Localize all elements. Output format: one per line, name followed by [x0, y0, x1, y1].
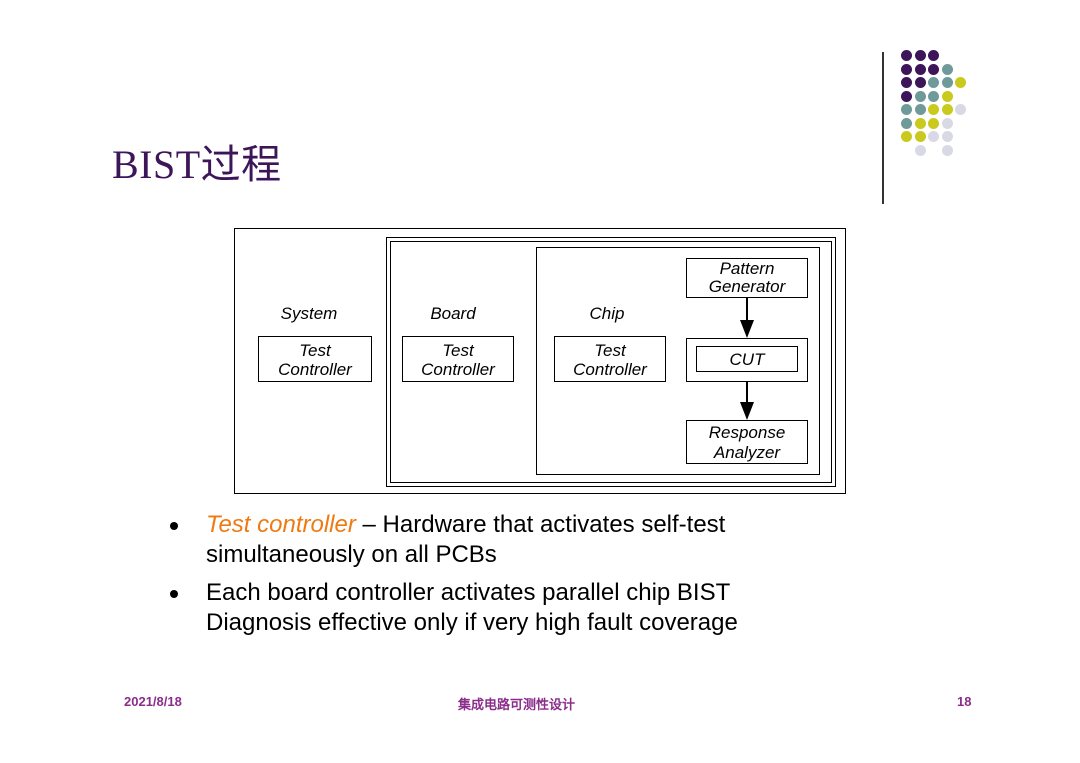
bullet-emphasis: Test controller [206, 511, 356, 538]
decorative-dot [914, 77, 926, 88]
cut-label: CUT [729, 350, 765, 369]
decorative-dot [914, 144, 926, 156]
decorative-dot [928, 63, 939, 75]
board-test-controller-line1: Test [442, 341, 474, 360]
decorative-dot [914, 104, 926, 115]
pattern-generator-line2: Generator [708, 277, 786, 296]
board-inner-border [390, 241, 832, 483]
footer-date: 2021/8/18 [124, 694, 182, 709]
decorative-dot [928, 131, 939, 142]
system-test-controller-line2: Controller [278, 360, 352, 379]
board-label: Board [430, 304, 476, 323]
decorative-dot [955, 104, 966, 115]
bullet-text-line2: Diagnosis effective only if very high fa… [206, 609, 738, 636]
decorative-dot [941, 144, 953, 156]
decorative-dot [901, 104, 912, 115]
system-box [234, 228, 846, 494]
response-analyzer-line2: Analyzer [713, 443, 781, 462]
decorative-dot [914, 117, 926, 129]
decorative-dot [928, 50, 939, 61]
cut-inner-box [696, 346, 798, 372]
cut-outer-box [686, 338, 808, 382]
decorative-dot [941, 131, 953, 142]
decorative-dot [941, 117, 953, 129]
chip-box [536, 247, 820, 475]
decorative-dot [901, 77, 912, 88]
system-test-controller [258, 336, 372, 382]
chip-label: Chip [589, 304, 625, 323]
decorative-dot [928, 77, 939, 88]
system-test-controller-line1: Test [299, 341, 331, 360]
chip-test-controller-line1: Test [594, 341, 626, 360]
decorative-dot [928, 117, 939, 129]
decorative-dot [901, 131, 912, 142]
pattern-generator-box [686, 258, 808, 298]
decorative-dot [941, 77, 953, 88]
board-box [386, 237, 836, 487]
bullet-text-line1: – Hardware that activates self-test [355, 511, 726, 538]
decorative-dot [941, 63, 953, 75]
decorative-dot [901, 63, 912, 75]
decorative-dot [901, 50, 912, 61]
bullet-list: Test controller – Hardware that activate… [170, 510, 910, 646]
bullet-dot-icon [170, 590, 178, 598]
footer-page-number: 18 [957, 694, 972, 709]
decorative-dot [955, 77, 966, 88]
decorative-dot [914, 63, 926, 75]
decorative-dot [901, 90, 912, 102]
decorative-dot [914, 131, 926, 142]
board-test-controller [402, 336, 514, 382]
decorative-dot [914, 90, 926, 102]
divider-line [882, 52, 884, 204]
bullet-dot-icon [170, 522, 178, 530]
system-label: System [280, 304, 338, 323]
decorative-dot [901, 117, 912, 129]
decorative-dot [914, 50, 926, 61]
chip-test-controller-line2: Controller [573, 360, 647, 379]
response-analyzer-line1: Response [708, 423, 786, 442]
decorative-dot [941, 104, 953, 115]
decorative-dot [941, 90, 953, 102]
response-analyzer-box [686, 420, 808, 464]
chip-test-controller [554, 336, 666, 382]
decorative-dot [928, 90, 939, 102]
bullet-item: Each board controller activates parallel… [170, 578, 910, 638]
board-test-controller-line2: Controller [421, 360, 495, 379]
arrow-cut-to-response [740, 382, 754, 420]
bullet-item: Test controller – Hardware that activate… [170, 510, 910, 570]
arrow-pattern-to-cut [740, 298, 754, 338]
pattern-generator-line1: Pattern [719, 259, 775, 278]
bullet-text-line2: simultaneously on all PCBs [206, 541, 497, 568]
slide-title: BIST过程 [112, 142, 282, 187]
bullet-text-line1: Each board controller activates parallel… [206, 579, 731, 606]
decorative-dot [928, 104, 939, 115]
footer-course: 集成电路可测性设计 [458, 697, 576, 712]
